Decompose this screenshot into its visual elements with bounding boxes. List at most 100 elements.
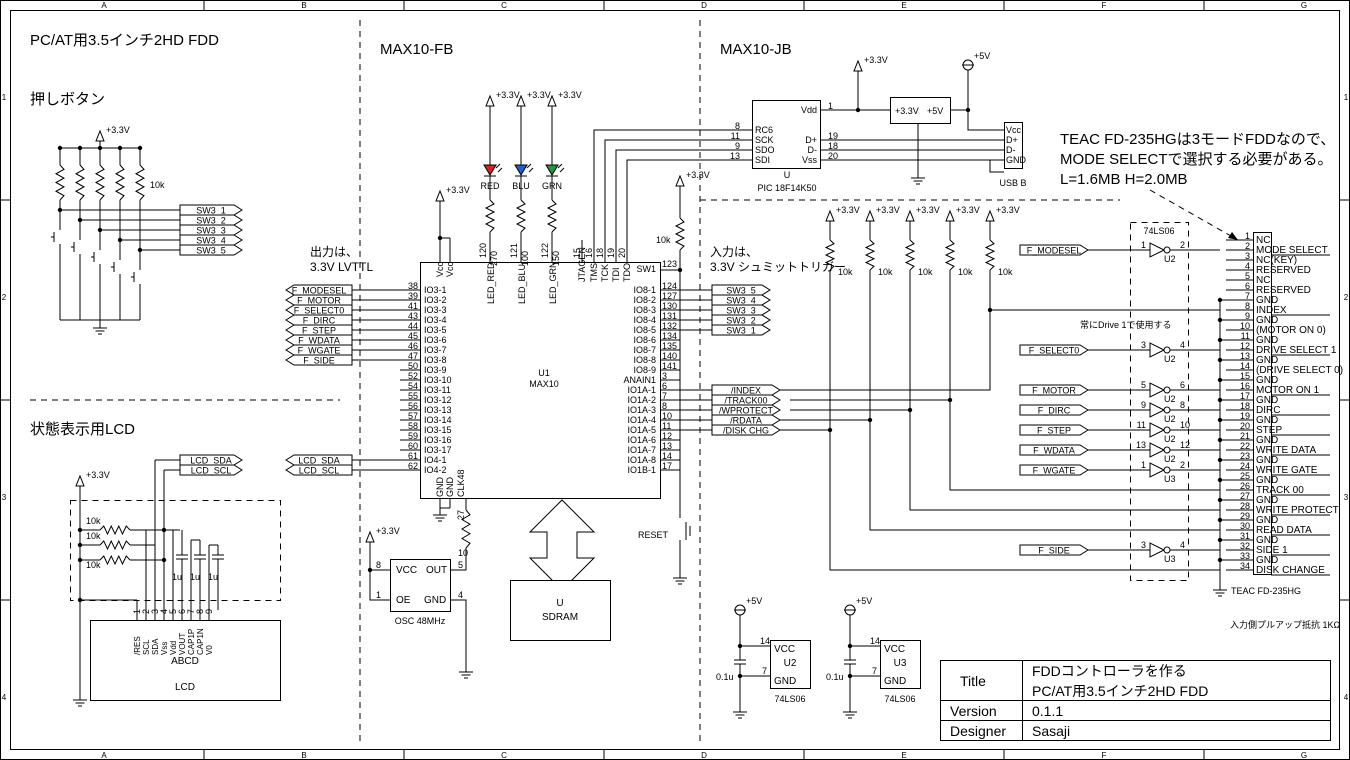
fdd-pin-number: 20 xyxy=(1240,421,1250,431)
net-tag-label: SW3_4 xyxy=(726,296,756,306)
fdd-pin-number: 6 xyxy=(1245,281,1250,291)
gate-part-label: 74LS06 xyxy=(1143,226,1174,236)
fdd-pin-number: 13 xyxy=(1240,351,1250,361)
net-tag-label: F_DIRC xyxy=(303,316,336,326)
fdd-pin-number: 27 xyxy=(1240,491,1250,501)
decoup-ref: U2 xyxy=(784,658,797,669)
note-output-2: 3.3V LVTTL xyxy=(310,260,373,274)
fdd-pin-name: MODE SELECT xyxy=(1256,245,1328,256)
vcc-label: +3.3V xyxy=(106,125,130,135)
net-tag xyxy=(179,214,243,226)
wire-wprotect xyxy=(790,270,911,411)
inverter-bubble-icon xyxy=(1163,546,1171,554)
wire-diskchg xyxy=(780,270,831,431)
gate-in-pin: 9 xyxy=(1141,400,1146,410)
net-tag xyxy=(711,394,781,406)
gate-dashed-area xyxy=(1130,222,1189,581)
junction-dot xyxy=(1217,497,1223,503)
u1-left-pin-number: 38 xyxy=(408,281,418,291)
led-emission-ray xyxy=(559,167,565,173)
inverter-bubble-icon xyxy=(1163,406,1171,414)
fdd-pin-name: GND xyxy=(1256,315,1278,326)
usb-vcc-wire xyxy=(967,75,1004,131)
gate-out-pin: 6 xyxy=(1180,380,1185,390)
led-emission-ray xyxy=(526,163,532,169)
fdd-pin-number: 15 xyxy=(1240,371,1250,381)
net-tag xyxy=(711,304,771,316)
lcd-name: LCD xyxy=(175,682,195,693)
wire-jtag-pic xyxy=(604,139,752,240)
pullup-resistor-value: 10k xyxy=(878,267,893,277)
lcd-cap-value: 1u xyxy=(190,572,200,582)
net-tag-label: SW3_4 xyxy=(196,236,226,246)
gate-out-pin: 4 xyxy=(1180,340,1185,350)
u1-jtag-pin: 18 xyxy=(595,248,605,258)
button-pullup-resistor xyxy=(54,164,66,201)
usb-pin-name: Vcc xyxy=(1006,125,1022,135)
led-pin-number: 122 xyxy=(540,243,550,258)
fdd-pin-number: 2 xyxy=(1245,241,1250,251)
fdd-pin-number: 19 xyxy=(1240,411,1250,421)
sdram-name: SDRAM xyxy=(542,612,578,623)
fdd-pin-name: (MOTOR ON 0) xyxy=(1256,325,1326,336)
net-tag-label: LCD_SDA xyxy=(298,456,340,466)
fdd-pin-name: STEP xyxy=(1256,425,1282,436)
osc-out-wire xyxy=(450,548,467,571)
net-tag-label: SW3_1 xyxy=(196,206,226,216)
inner-border xyxy=(10,10,1340,750)
junction-dot xyxy=(867,417,873,423)
regulator-in: +3.3V xyxy=(895,106,919,116)
u1-left-pin-name: IO3-17 xyxy=(424,445,452,455)
u1-right-pin-number: 11 xyxy=(662,421,671,431)
decoup-part: 74LS06 xyxy=(884,694,915,704)
u1-right-pin-number: 132 xyxy=(662,321,677,331)
wire-wprotect-to-fdd xyxy=(909,410,1220,511)
osc-vcc-label: VCC xyxy=(396,565,417,576)
vcc-label: +3.3V xyxy=(527,90,551,100)
vcc-arrow-icon xyxy=(945,209,955,222)
net-tag-label: F_SIDE xyxy=(303,356,335,366)
lcd-resistor-value: 10k xyxy=(86,560,101,570)
u1-right-pin-name: IO1A-6 xyxy=(627,435,656,445)
vcc-label: +3.3V xyxy=(836,205,860,215)
pullup-resistor-value: 10k xyxy=(998,267,1013,277)
u1-right-pin-number: 140 xyxy=(662,351,677,361)
junction-dot xyxy=(1217,357,1223,363)
lcd-resistor-value: 10k xyxy=(86,516,101,526)
vcc-label: +3.3V xyxy=(376,526,400,536)
buffer-gate-icon xyxy=(1149,422,1166,438)
net-tag xyxy=(1019,384,1089,396)
u1-jtag-pin: 19 xyxy=(606,248,616,258)
junction-dot xyxy=(1217,337,1223,343)
vcc-label: +3.3V xyxy=(876,205,900,215)
pic-vdd-wire xyxy=(820,75,859,111)
fdd-pin-number: 16 xyxy=(1240,381,1250,391)
net-tag-label: SW3_1 xyxy=(726,326,756,336)
vcc-label: +3.3V xyxy=(956,205,980,215)
gate-out-pin: 8 xyxy=(1180,400,1185,410)
note-output-1: 出力は、 xyxy=(310,245,358,259)
fdd-pin-number: 30 xyxy=(1240,521,1250,531)
decoup-part: 74LS06 xyxy=(774,694,805,704)
lcd-pin-number: 1 xyxy=(132,609,142,614)
col-letter-top: B xyxy=(301,1,306,10)
u1-right-pin-name: IO1A-1 xyxy=(627,385,656,395)
u1-right-pin-name: IO8-3 xyxy=(633,305,656,315)
vcc-arrow-icon xyxy=(825,209,835,222)
inverter-bubble-icon xyxy=(1163,446,1171,454)
vcc-arrow-icon xyxy=(865,209,875,222)
decoup-pin-vcc: 14 xyxy=(760,636,770,646)
net-tag xyxy=(711,414,781,426)
junction-dot xyxy=(827,427,833,433)
pic-right-pin-name: Vdd xyxy=(801,105,817,115)
pic-left-pin-number: 9 xyxy=(735,141,740,151)
u1-vcc-label: Vcc xyxy=(435,261,445,277)
led-array: +3.3VRED270120LED_RED+3.3VBLU100121LED_B… xyxy=(478,90,582,304)
net-tag xyxy=(1019,404,1089,416)
u1-left-pin-name: IO3-15 xyxy=(424,425,452,435)
junction-dot xyxy=(1217,477,1223,483)
u1-jtag-name: TCK xyxy=(600,264,610,282)
fdd-pin-number: 34 xyxy=(1240,561,1250,571)
